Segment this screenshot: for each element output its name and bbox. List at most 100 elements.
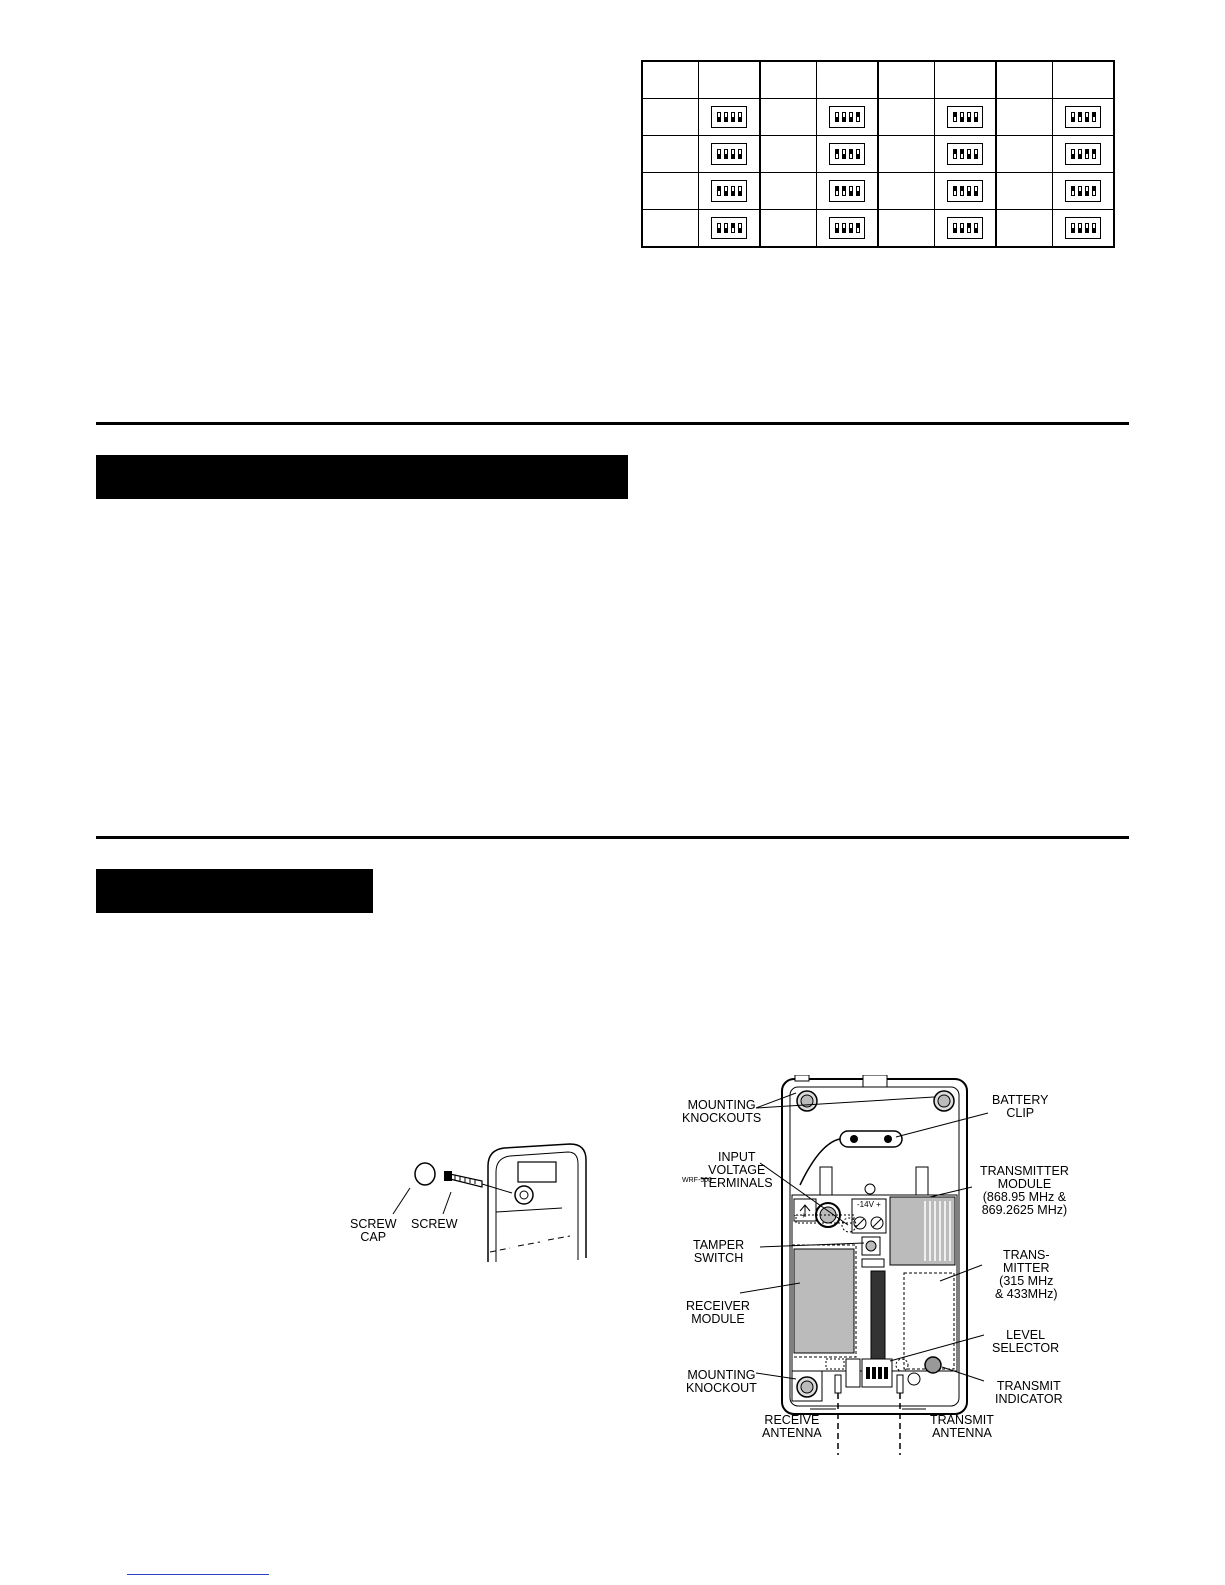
dip-switch-cell (1052, 172, 1115, 210)
dip-label-cell (759, 135, 817, 173)
dip-toggle (717, 112, 721, 122)
dip-toggle (731, 223, 735, 233)
dip-switch-icon (711, 217, 747, 239)
dip-header-cell (698, 60, 761, 99)
dip-toggle (1092, 223, 1096, 233)
dip-toggle (1092, 186, 1096, 196)
dip-toggle (724, 112, 728, 122)
dip-label-cell (641, 209, 699, 248)
dip-toggle (974, 223, 978, 233)
dip-header-cell (877, 60, 935, 99)
dip-switch-table (641, 60, 1115, 248)
mounting-knockout-label: MOUNTING KNOCKOUT (686, 1368, 757, 1395)
dip-switch-cell (816, 98, 879, 136)
dip-switch-cell (816, 135, 879, 173)
dip-header-cell (1052, 60, 1115, 99)
dip-toggle (960, 112, 964, 122)
dip-toggle (1071, 223, 1075, 233)
dip-toggle (1085, 223, 1089, 233)
transmitter-315-label: TRANS- MITTER (315 MHz & 433MHz) (995, 1248, 1058, 1301)
section-divider-2 (96, 836, 1129, 839)
dip-toggle (960, 149, 964, 159)
voltage-marking: -14V + (857, 1200, 881, 1209)
dip-toggle (835, 223, 839, 233)
dip-label-cell (759, 209, 817, 248)
dip-toggle (842, 112, 846, 122)
dip-table-row (641, 135, 1115, 173)
dip-label-cell (877, 209, 935, 248)
dip-switch-icon (1065, 106, 1101, 128)
receiver-module-label: RECEIVER MODULE (686, 1299, 750, 1326)
dip-toggle (1085, 149, 1089, 159)
dip-toggle (849, 186, 853, 196)
dip-switch-icon (1065, 180, 1101, 202)
screw-cap-illustration (414, 1143, 587, 1262)
dip-toggle (1071, 186, 1075, 196)
dip-switch-icon (711, 106, 747, 128)
dip-label-cell (641, 135, 699, 173)
dip-toggle (856, 186, 860, 196)
dip-label-cell (641, 172, 699, 210)
dip-label-cell (995, 135, 1053, 173)
section-header-bar-2 (96, 869, 373, 913)
dip-switch-cell (698, 209, 761, 248)
screw-cap-label: SCREW CAP (350, 1217, 397, 1244)
dip-toggle (1078, 223, 1082, 233)
dip-table-row (641, 172, 1115, 210)
dip-toggle (856, 223, 860, 233)
dip-toggle (731, 149, 735, 159)
dip-switch-cell (698, 98, 761, 136)
dip-table-row (641, 209, 1115, 248)
dip-toggle (738, 186, 742, 196)
dip-toggle (960, 186, 964, 196)
dip-label-cell (877, 98, 935, 136)
dip-toggle (731, 112, 735, 122)
device-interior-diagram (739, 1075, 989, 1455)
dip-toggle (967, 223, 971, 233)
dip-toggle (974, 149, 978, 159)
dip-toggle (724, 223, 728, 233)
dip-label-cell (995, 172, 1053, 210)
dip-toggle (738, 149, 742, 159)
dip-label-cell (877, 172, 935, 210)
dip-toggle (1071, 149, 1075, 159)
dip-switch-icon (829, 143, 865, 165)
dip-toggle (1078, 149, 1082, 159)
dip-toggle (717, 223, 721, 233)
dip-label-cell (877, 135, 935, 173)
dip-label-cell (641, 98, 699, 136)
dip-toggle (1085, 186, 1089, 196)
dip-switch-icon (947, 180, 983, 202)
dip-switch-cell (1052, 98, 1115, 136)
dip-toggle (1085, 112, 1089, 122)
dip-switch-cell (816, 209, 879, 248)
polarity-marking: − + (794, 1211, 806, 1220)
dip-header-cell (995, 60, 1053, 99)
dip-toggle (849, 112, 853, 122)
dip-header-cell (759, 60, 817, 99)
dip-switch-cell (934, 135, 997, 173)
dip-toggle (1092, 112, 1096, 122)
dip-toggle (731, 186, 735, 196)
dip-toggle (1078, 112, 1082, 122)
dip-toggle (953, 186, 957, 196)
dip-switch-cell (1052, 135, 1115, 173)
dip-toggle (856, 149, 860, 159)
dip-toggle (856, 112, 860, 122)
dip-toggle (835, 149, 839, 159)
level-selector-label: LEVEL SELECTOR (992, 1328, 1060, 1355)
dip-header-cell (934, 60, 997, 99)
dip-switch-cell (1052, 209, 1115, 248)
dip-switch-icon (829, 217, 865, 239)
dip-toggle (1078, 186, 1082, 196)
model-marking: WRF-500 (682, 1177, 712, 1184)
dip-switch-icon (947, 217, 983, 239)
dip-toggle (953, 112, 957, 122)
dip-toggle (953, 223, 957, 233)
dip-toggle (1092, 149, 1096, 159)
dip-switch-icon (829, 180, 865, 202)
dip-switch-cell (934, 209, 997, 248)
dip-switch-icon (947, 143, 983, 165)
footer-link-underline (127, 1574, 269, 1575)
dip-toggle (967, 112, 971, 122)
